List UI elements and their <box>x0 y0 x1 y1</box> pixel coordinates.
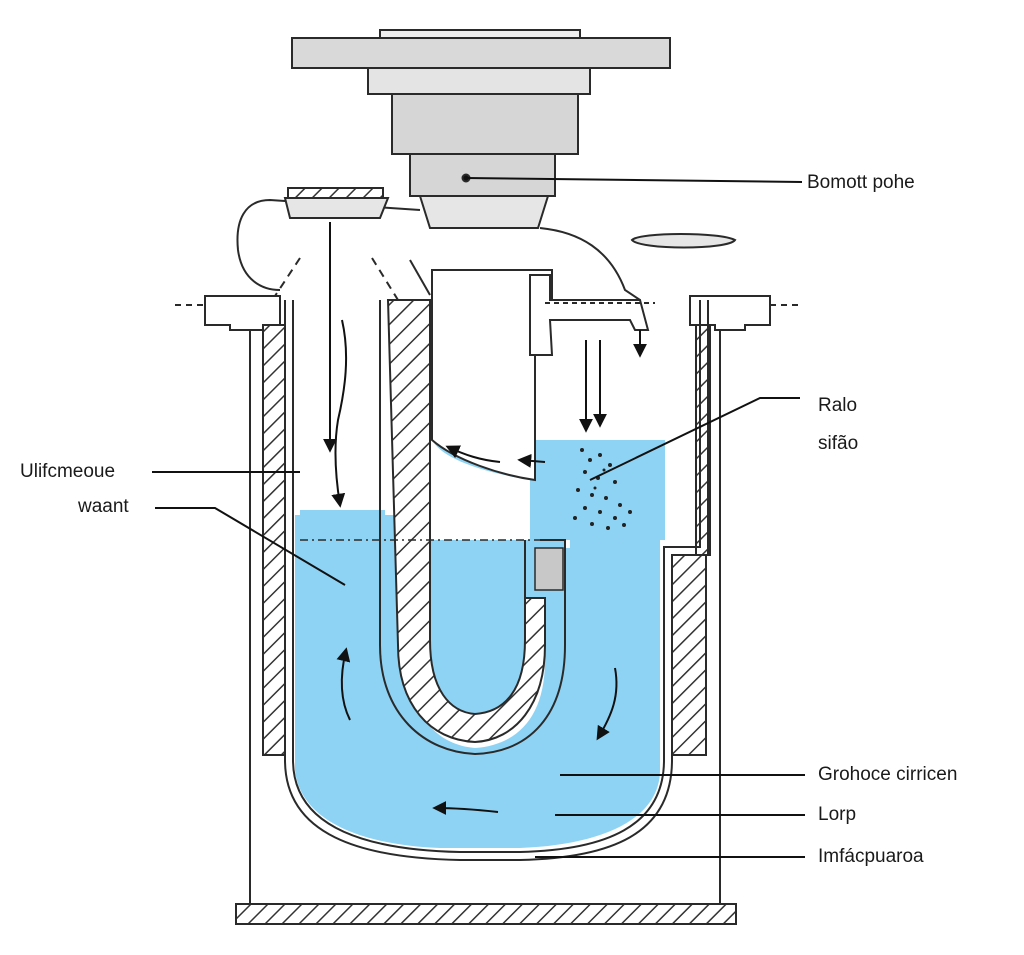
label-drain-cover: Bomott pohe <box>807 172 915 193</box>
flow-arrows <box>323 222 647 816</box>
label-base: Imfácpuaroa <box>818 846 924 867</box>
top-rim <box>175 295 800 331</box>
leader-lines <box>152 177 805 858</box>
hatched-walls <box>262 324 711 756</box>
right-inlet <box>529 274 655 356</box>
grated-cover <box>283 187 390 219</box>
outer-housing <box>249 330 721 905</box>
label-left-upper: Ulifcmeoue <box>20 461 116 482</box>
base-plate <box>235 903 737 925</box>
inner-u-wall <box>386 299 546 744</box>
dashed-guides <box>274 257 399 301</box>
trap-water-main <box>295 440 665 848</box>
label-left-lower: waant <box>78 496 129 517</box>
drain-body <box>291 29 671 229</box>
elbow-pipes <box>236 198 641 301</box>
label-sifao: sifão <box>818 433 859 454</box>
gray-block <box>534 547 564 591</box>
outer-u-pipe <box>284 300 709 861</box>
label-loop: Lorp <box>818 804 857 825</box>
loose-lid <box>630 233 737 249</box>
label-bottom-chamber: Grohoce cirricen <box>818 764 958 785</box>
label-ralo: Ralo <box>818 395 858 416</box>
